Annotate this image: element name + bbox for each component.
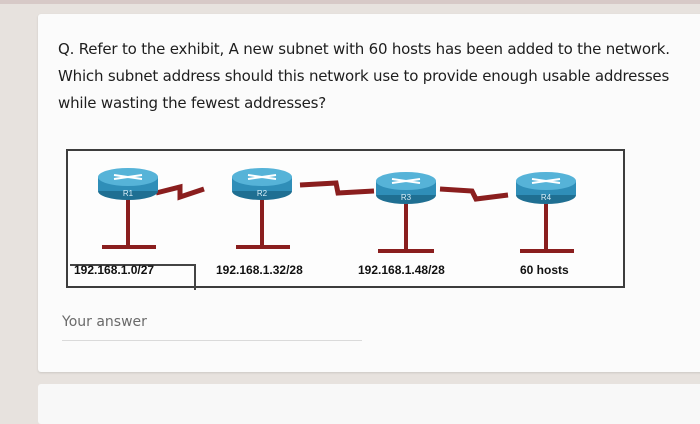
subnet-label-r4: 60 hosts bbox=[520, 263, 569, 277]
router-r1-icon bbox=[98, 168, 158, 200]
serial-link-r2-r3 bbox=[299, 180, 375, 196]
question-text: Q. Refer to the exhibit, A new subnet wi… bbox=[58, 40, 670, 112]
subnet-label-r3: 192.168.1.48/28 bbox=[358, 263, 445, 277]
subnet-box-r1 bbox=[70, 264, 196, 290]
lan-r4 bbox=[520, 201, 574, 253]
answer-input[interactable]: Your answer bbox=[62, 314, 147, 330]
serial-link-r1-r2 bbox=[155, 183, 205, 201]
lan-r2 bbox=[236, 197, 290, 249]
answer-underline bbox=[62, 340, 362, 341]
router-r4-icon bbox=[516, 172, 576, 204]
router-r3-icon bbox=[376, 172, 436, 204]
router-label-r2: R2 bbox=[257, 189, 268, 198]
serial-link-r3-r4 bbox=[439, 186, 509, 202]
question-card: Q. Refer to the exhibit, A new subnet wi… bbox=[38, 14, 700, 372]
lan-r1 bbox=[102, 197, 156, 249]
router-label-r3: R3 bbox=[401, 193, 412, 202]
network-exhibit: R1 R2 R3 R4 192.168.1.0/27 192.168.1.32/… bbox=[66, 149, 625, 290]
network-diagram: R1 R2 R3 R4 bbox=[98, 168, 576, 253]
subnet-label-r1: 192.168.1.0/27 bbox=[74, 263, 155, 277]
router-label-r1: R1 bbox=[123, 189, 134, 198]
subnet-label-r2: 192.168.1.32/28 bbox=[216, 263, 303, 277]
router-label-r4: R4 bbox=[541, 193, 552, 202]
lan-r3 bbox=[378, 201, 434, 253]
top-accent-bar bbox=[0, 0, 700, 4]
router-r2-icon bbox=[232, 168, 292, 200]
next-question-card bbox=[38, 384, 700, 424]
